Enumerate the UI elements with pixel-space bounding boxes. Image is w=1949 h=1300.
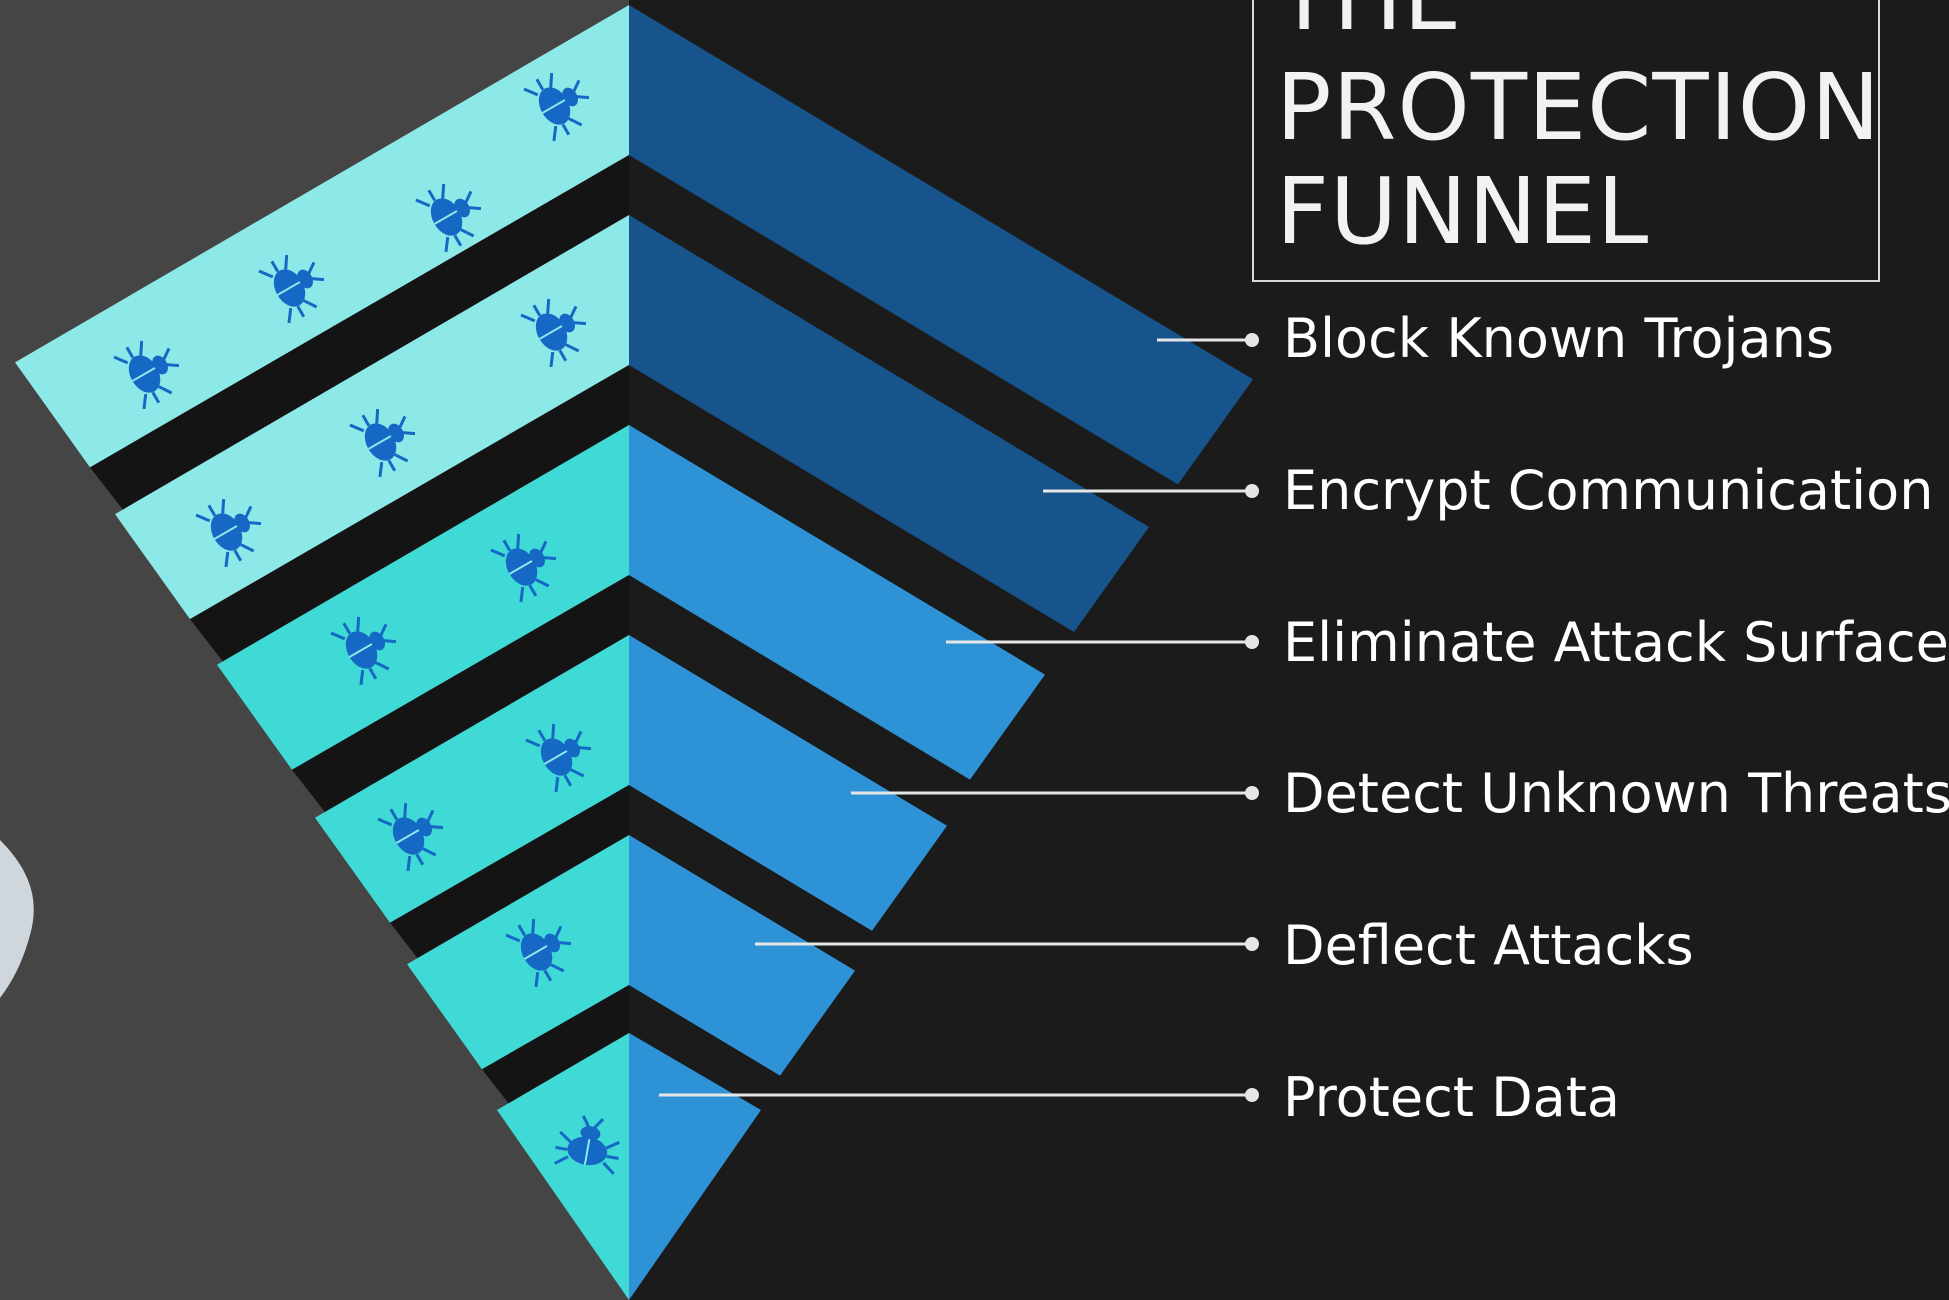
step-label-eliminate-attack-surface: Eliminate Attack Surface bbox=[1283, 611, 1949, 674]
funnel-face-right bbox=[629, 215, 1149, 632]
funnel-layer-block-known-trojans bbox=[15, 5, 1253, 513]
funnel-shadow bbox=[292, 575, 629, 815]
step-label-encrypt-communication: Encrypt Communication bbox=[1283, 459, 1934, 522]
step-label-deflect-attacks: Deflect Attacks bbox=[1283, 914, 1694, 977]
funnel-tip-right bbox=[629, 1033, 761, 1300]
funnel-shadow bbox=[482, 985, 629, 1115]
title-line-3: FUNNEL bbox=[1276, 158, 1650, 265]
title-box: THE PROTECTION FUNNEL bbox=[1252, 0, 1880, 282]
funnel-face-left bbox=[217, 425, 629, 770]
title-line-2: PROTECTION bbox=[1276, 54, 1881, 161]
connector-dot bbox=[1245, 786, 1259, 800]
funnel-face-left bbox=[315, 635, 629, 923]
step-label-block-known-trojans: Block Known Trojans bbox=[1283, 307, 1834, 370]
funnel-face-right bbox=[629, 635, 947, 931]
connector-dot bbox=[1245, 1088, 1259, 1102]
funnel-layer-encrypt-communication bbox=[115, 215, 1149, 665]
title-line-1: THE bbox=[1276, 0, 1463, 44]
funnel-shadow bbox=[390, 785, 629, 968]
connector-dot bbox=[1245, 635, 1259, 649]
step-label-protect-data: Protect Data bbox=[1283, 1066, 1621, 1129]
funnel-layer-protect-data bbox=[497, 1033, 761, 1300]
funnel-tip-left bbox=[497, 1033, 629, 1300]
funnel-layer-detect-unknown-threats bbox=[315, 635, 947, 968]
funnel-face-right bbox=[629, 5, 1253, 485]
connector-dot bbox=[1245, 484, 1259, 498]
step-label-detect-unknown-threats: Detect Unknown Threats bbox=[1283, 762, 1949, 825]
edge-ornament bbox=[0, 840, 34, 998]
connector-dot bbox=[1245, 937, 1259, 951]
funnel-shadow bbox=[190, 365, 629, 665]
funnel-face-left bbox=[407, 835, 629, 1070]
funnel-layer-eliminate-attack-surface bbox=[217, 425, 1045, 815]
connector-dot bbox=[1245, 333, 1259, 347]
funnel-face-right bbox=[629, 425, 1045, 780]
funnel-layer-deflect-attacks bbox=[407, 835, 855, 1115]
funnel-face-right bbox=[629, 835, 855, 1076]
funnel-shadow bbox=[90, 155, 629, 513]
